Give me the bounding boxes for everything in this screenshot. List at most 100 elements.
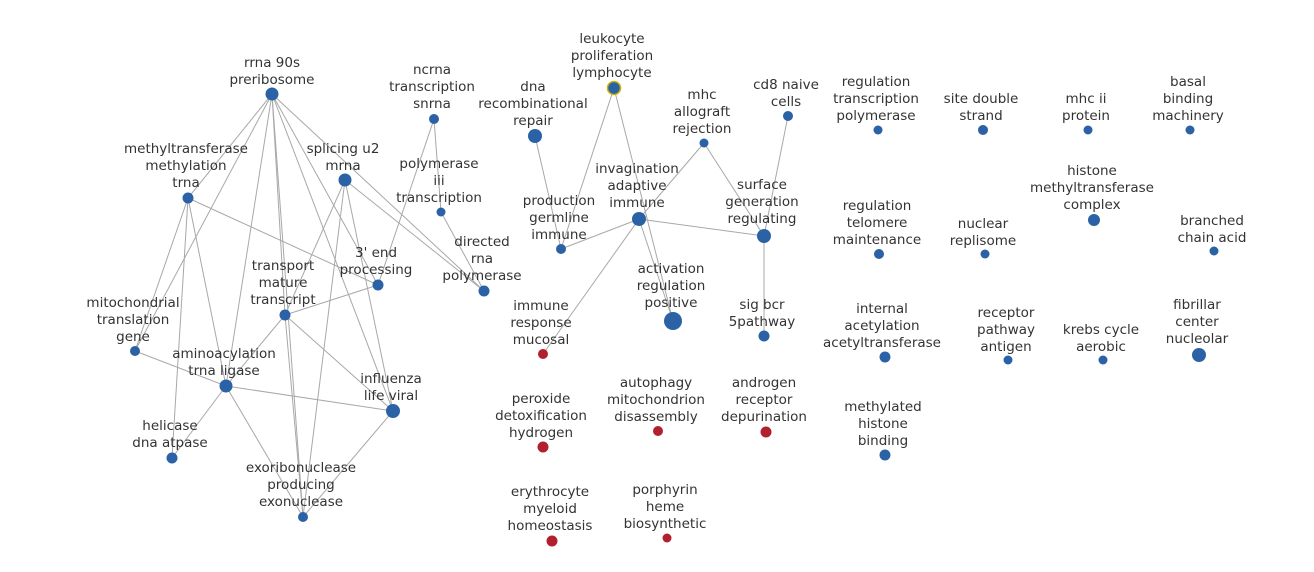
node-label-line: mhc ii bbox=[1066, 91, 1107, 107]
node-transport[interactable] bbox=[279, 309, 291, 321]
node-label-line: processing bbox=[340, 262, 413, 278]
node-label-line: leukocyte bbox=[579, 31, 644, 47]
node-fibrillar[interactable] bbox=[1192, 348, 1206, 362]
node-mito_translation[interactable] bbox=[130, 346, 140, 356]
node-label-line: splicing u2 bbox=[307, 141, 380, 157]
node-label-line: surface bbox=[737, 177, 787, 193]
node-cd8[interactable] bbox=[783, 111, 793, 121]
edge-methyltransferase_trna-end3 bbox=[187, 197, 379, 286]
node-rrna90s[interactable] bbox=[265, 87, 279, 101]
node-polymerase_iii[interactable] bbox=[436, 207, 446, 217]
node-production_germline[interactable] bbox=[556, 244, 566, 254]
node-label-line: mitochondrial bbox=[86, 295, 179, 311]
node-mhc_allograft[interactable] bbox=[699, 138, 709, 148]
node-site_double[interactable] bbox=[978, 125, 988, 135]
edge-dna_recomb-production_germline bbox=[534, 135, 562, 250]
node-label-line: gene bbox=[116, 329, 150, 345]
node-leukocyte[interactable] bbox=[606, 80, 622, 96]
node-androgen[interactable] bbox=[760, 426, 772, 438]
node-nuclear_replisome[interactable] bbox=[980, 249, 990, 259]
node-autophagy[interactable] bbox=[653, 426, 663, 436]
node-immune_response[interactable] bbox=[538, 349, 548, 359]
node-krebs[interactable] bbox=[1098, 355, 1108, 365]
node-label-line: proliferation bbox=[571, 48, 653, 64]
node-porphyrin[interactable] bbox=[662, 533, 672, 543]
edge-rrna90s-aminoacylation bbox=[225, 93, 273, 387]
node-internal_acetylation[interactable] bbox=[879, 351, 891, 363]
node-label-line: porphyrin bbox=[632, 482, 697, 498]
node-surface_generation[interactable] bbox=[757, 229, 771, 243]
node-label-line: internal bbox=[856, 301, 908, 317]
node-label-line: antigen bbox=[980, 339, 1031, 355]
node-dna_recomb[interactable] bbox=[528, 129, 542, 143]
node-label-line: cd8 naive bbox=[753, 77, 819, 93]
node-label-line: aerobic bbox=[1076, 339, 1126, 355]
node-splicing_u2[interactable] bbox=[338, 173, 352, 187]
node-label-line: methyltransferase bbox=[124, 141, 248, 157]
node-label-line: aminoacylation bbox=[172, 346, 276, 362]
node-branched_chain[interactable] bbox=[1209, 246, 1219, 256]
node-ncrna[interactable] bbox=[429, 114, 439, 124]
node-label-line: peroxide bbox=[512, 391, 571, 407]
edge-end3-transport bbox=[284, 284, 379, 316]
node-activation[interactable] bbox=[664, 312, 682, 330]
node-label-line: histone bbox=[1067, 163, 1117, 179]
node-label-line: center bbox=[1175, 314, 1219, 330]
edge-ncrna-polymerase_iii bbox=[433, 118, 442, 213]
node-mhc_ii[interactable] bbox=[1083, 125, 1093, 135]
node-aminoacylation[interactable] bbox=[219, 379, 233, 393]
node-label-line: polymerase bbox=[442, 268, 521, 284]
node-label-line: immune bbox=[513, 298, 568, 314]
edge-splicing_u2-transport bbox=[284, 179, 346, 316]
node-end3[interactable] bbox=[372, 279, 384, 291]
node-directed_rna[interactable] bbox=[478, 285, 490, 297]
node-label-line: chain acid bbox=[1178, 230, 1247, 246]
node-receptor_pathway[interactable] bbox=[1003, 355, 1013, 365]
node-label-line: repair bbox=[513, 113, 553, 129]
edge-polymerase_iii-directed_rna bbox=[440, 211, 485, 292]
node-histone_mt[interactable] bbox=[1088, 214, 1100, 226]
node-influenza[interactable] bbox=[386, 404, 400, 418]
node-label-line: transcript bbox=[250, 292, 315, 308]
node-label-line: machinery bbox=[1152, 108, 1224, 124]
edges-layer bbox=[134, 87, 789, 518]
edge-leukocyte-production_germline bbox=[560, 87, 615, 250]
node-sig_bcr[interactable] bbox=[758, 330, 770, 342]
node-label-line: production bbox=[523, 193, 596, 209]
edge-rrna90s-methyltransferase_trna bbox=[187, 93, 273, 199]
node-label-line: hydrogen bbox=[509, 425, 573, 441]
node-peroxide[interactable] bbox=[537, 441, 549, 453]
node-label-line: fibrillar bbox=[1173, 297, 1221, 313]
node-methyltransferase_trna[interactable] bbox=[182, 192, 194, 204]
node-helicase[interactable] bbox=[166, 452, 178, 464]
node-exoribonuclease[interactable] bbox=[298, 512, 308, 522]
node-erythrocyte[interactable] bbox=[546, 535, 558, 547]
nodes-layer bbox=[130, 80, 1219, 547]
node-reg_transcription_pol[interactable] bbox=[873, 125, 883, 135]
node-basal_binding[interactable] bbox=[1185, 125, 1195, 135]
node-invagination[interactable] bbox=[632, 212, 646, 226]
node-reg_telomere[interactable] bbox=[874, 249, 884, 259]
edge-aminoacylation-exoribonuclease bbox=[225, 385, 304, 518]
edge-splicing_u2-exoribonuclease bbox=[302, 179, 346, 518]
node-label-line: generation bbox=[725, 194, 798, 210]
node-label-line: preribosome bbox=[229, 72, 314, 88]
node-methylated_histone[interactable] bbox=[879, 449, 891, 461]
edge-rrna90s-directed_rna bbox=[271, 93, 485, 292]
node-label-line: mature bbox=[259, 275, 308, 291]
node-label-line: lymphocyte bbox=[572, 65, 651, 81]
node-label-line: binding bbox=[858, 433, 908, 449]
node-label-line: influenza bbox=[360, 371, 422, 387]
